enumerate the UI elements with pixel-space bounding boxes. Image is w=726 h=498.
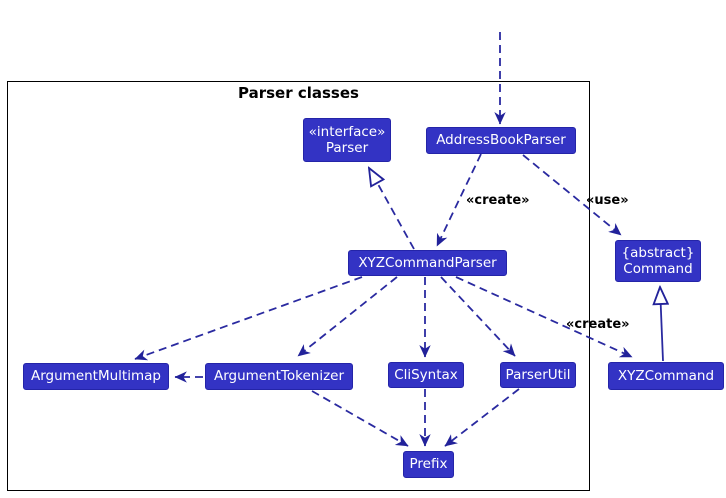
class-xyzcommand: XYZCommand: [608, 362, 724, 390]
edge-xyzcommandparser-argumenttokenizer: [297, 276, 398, 357]
edge-parserutil-prefix: [444, 388, 520, 447]
edge-label-create: «create»: [466, 193, 530, 208]
edge-xyzcommandparser-create-xyzcommand: [455, 276, 633, 358]
class-name: ArgumentTokenizer: [213, 368, 345, 385]
edge-addressbookparser-use-command: [522, 154, 622, 236]
class-parser-interface: «interface» Parser: [303, 118, 391, 162]
class-name: XYZCommandParser: [358, 254, 497, 271]
class-name: Prefix: [409, 456, 448, 473]
edge-xyzcommandparser-parserutil: [440, 276, 516, 357]
class-xyzcommandparser: XYZCommandParser: [348, 250, 507, 276]
class-addressbookparser: AddressBookParser: [426, 127, 576, 154]
class-name: Parser: [325, 140, 369, 156]
edge-addressbookparser-create-xyzcommandparser: [436, 153, 482, 247]
class-prefix: Prefix: [403, 451, 454, 478]
diagram-title: Parser classes: [238, 84, 359, 102]
edge-label-create: «create»: [566, 317, 630, 332]
class-argumenttokenizer: ArgumentTokenizer: [205, 363, 353, 390]
class-parserutil: ParserUtil: [500, 362, 576, 388]
class-stereotype: «interface»: [308, 123, 386, 140]
class-clisyntax: CliSyntax: [388, 362, 464, 388]
edge-xyzcommandparser-argumentmultimap: [134, 276, 363, 361]
class-name: ArgumentMultimap: [31, 368, 161, 385]
class-name: XYZCommand: [617, 367, 715, 384]
edge-label-use: «use»: [586, 193, 629, 208]
class-command-abstract: {abstract} Command: [615, 240, 701, 282]
class-name: AddressBookParser: [436, 132, 566, 149]
class-stereotype: {abstract}: [621, 244, 695, 261]
class-name: CliSyntax: [394, 366, 458, 383]
class-argumentmultimap: ArgumentMultimap: [23, 363, 169, 390]
edge-xyzcommandparser-realizes-parser: [369, 168, 415, 250]
class-name: ParserUtil: [505, 366, 571, 383]
package-frame: [7, 81, 590, 491]
class-name: Command: [623, 261, 693, 277]
edge-xyzcommand-extends-command: [660, 287, 663, 362]
edge-argumenttokenizer-prefix: [311, 390, 409, 447]
